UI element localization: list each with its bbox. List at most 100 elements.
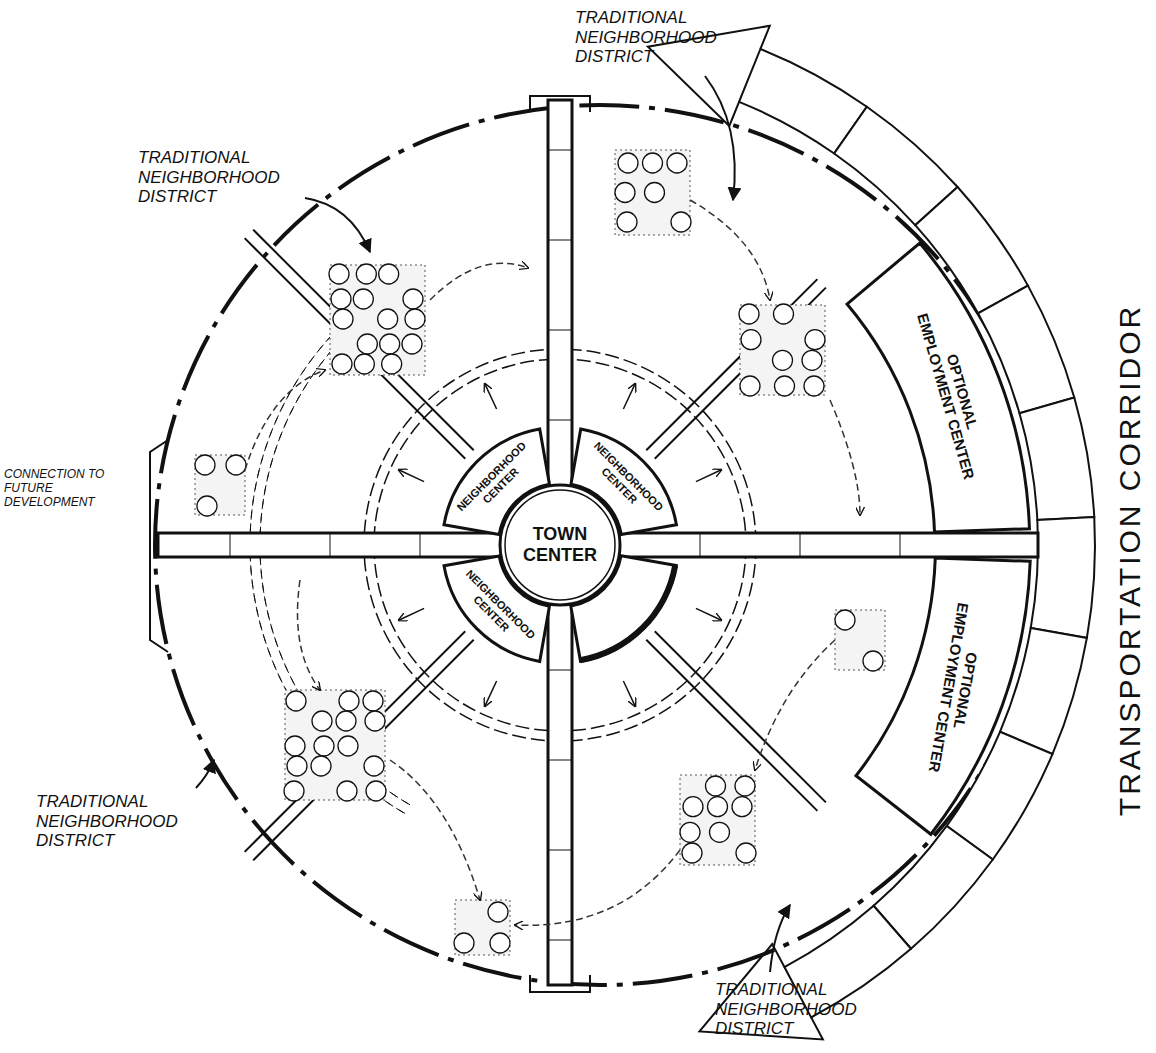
- road-tie: [548, 150, 572, 151]
- center-band: OPTIONAL EMPLOYMENT CENTER: [843, 239, 1033, 536]
- pedestrian-path: [390, 760, 480, 900]
- road-tie: [230, 533, 231, 557]
- park-area: [835, 610, 885, 670]
- tree: [680, 822, 700, 842]
- park-area: [285, 690, 385, 800]
- pedestrian-path: [755, 640, 835, 770]
- access-arrow: [623, 681, 635, 706]
- park-area: [740, 305, 825, 395]
- road-tie: [420, 533, 421, 557]
- tree: [454, 933, 474, 953]
- tree: [338, 736, 358, 756]
- tree: [490, 933, 510, 953]
- tree: [336, 711, 356, 731]
- tree: [488, 902, 508, 922]
- corridor-label: TRANSPORTATION CORRIDOR: [1113, 304, 1148, 816]
- diagonal-road: [245, 631, 466, 852]
- tree: [682, 843, 702, 863]
- tree: [312, 711, 332, 731]
- tree: [736, 843, 756, 863]
- pedestrian-path: [690, 200, 770, 300]
- tree: [286, 691, 306, 711]
- road-tie: [900, 533, 901, 557]
- access-arrow: [623, 384, 635, 409]
- tree: [333, 309, 353, 329]
- road-tie: [548, 670, 572, 671]
- tree: [363, 691, 383, 711]
- tree: [683, 797, 703, 817]
- sector-outline: [856, 558, 1030, 834]
- tree: [226, 455, 246, 475]
- tree: [740, 376, 760, 396]
- tree: [339, 691, 359, 711]
- tree: [645, 183, 665, 203]
- park-area: [330, 265, 425, 375]
- tree: [382, 354, 402, 374]
- access-arrow: [399, 608, 424, 620]
- diagonal-road: [253, 640, 474, 861]
- park-area: [455, 900, 510, 955]
- sector-outline: [847, 243, 1029, 532]
- road-tie: [800, 533, 801, 557]
- tree: [331, 289, 351, 309]
- pedestrian-path: [830, 400, 860, 515]
- tree: [329, 264, 349, 284]
- tree: [618, 153, 638, 173]
- tree: [615, 183, 635, 203]
- circle-outline: [505, 490, 615, 600]
- tree: [773, 350, 793, 370]
- pedestrian-path: [298, 580, 321, 690]
- road-tie: [548, 850, 572, 851]
- tree: [357, 334, 377, 354]
- tree: [735, 776, 755, 796]
- park-area: [615, 150, 690, 235]
- circle-outline: [500, 485, 620, 605]
- leader-arrow: [196, 760, 214, 788]
- road-tie: [548, 420, 572, 421]
- tree: [356, 264, 376, 284]
- district-label: TRADITIONAL NEIGHBORHOOD DISTRICT: [138, 148, 308, 207]
- pedestrian-path: [430, 263, 528, 300]
- tree: [643, 153, 663, 173]
- tree: [380, 334, 400, 354]
- tree: [405, 309, 425, 329]
- tree: [285, 736, 305, 756]
- tree: [671, 212, 691, 232]
- district-label: TRADITIONAL NEIGHBORHOOD DISTRICT: [575, 8, 745, 67]
- tree: [617, 212, 637, 232]
- tree: [403, 289, 423, 309]
- leader-arrow: [705, 76, 735, 200]
- road-tie: [330, 533, 331, 557]
- tree: [835, 610, 855, 630]
- tree: [311, 756, 331, 776]
- pedestrian-path: [515, 850, 680, 925]
- tree: [667, 153, 687, 173]
- road-gate: [530, 96, 590, 112]
- tree: [197, 496, 217, 516]
- connection-stub: [150, 440, 168, 652]
- leader-arrow: [305, 198, 370, 252]
- tree: [379, 264, 399, 284]
- tree: [708, 797, 728, 817]
- tree: [805, 330, 825, 350]
- diagonal-road: [245, 238, 466, 459]
- tree: [287, 756, 307, 776]
- tree: [706, 776, 726, 796]
- tree: [365, 711, 385, 731]
- corridor-segment: [1019, 398, 1094, 520]
- tree: [364, 756, 384, 776]
- tree: [314, 736, 334, 756]
- access-arrow: [399, 470, 424, 482]
- tree: [332, 354, 352, 374]
- center-band: NEIGHBORHOOD CENTER: [440, 552, 553, 665]
- diagonal-road: [253, 230, 474, 451]
- corridor-segment: [1031, 517, 1095, 638]
- tree: [337, 781, 357, 801]
- tree: [710, 822, 730, 842]
- district-label: TRADITIONAL NEIGHBORHOOD DISTRICT: [715, 980, 885, 1039]
- tree: [775, 376, 795, 396]
- road-tie: [548, 330, 572, 331]
- access-arrow: [485, 681, 497, 706]
- road-tie: [700, 533, 701, 557]
